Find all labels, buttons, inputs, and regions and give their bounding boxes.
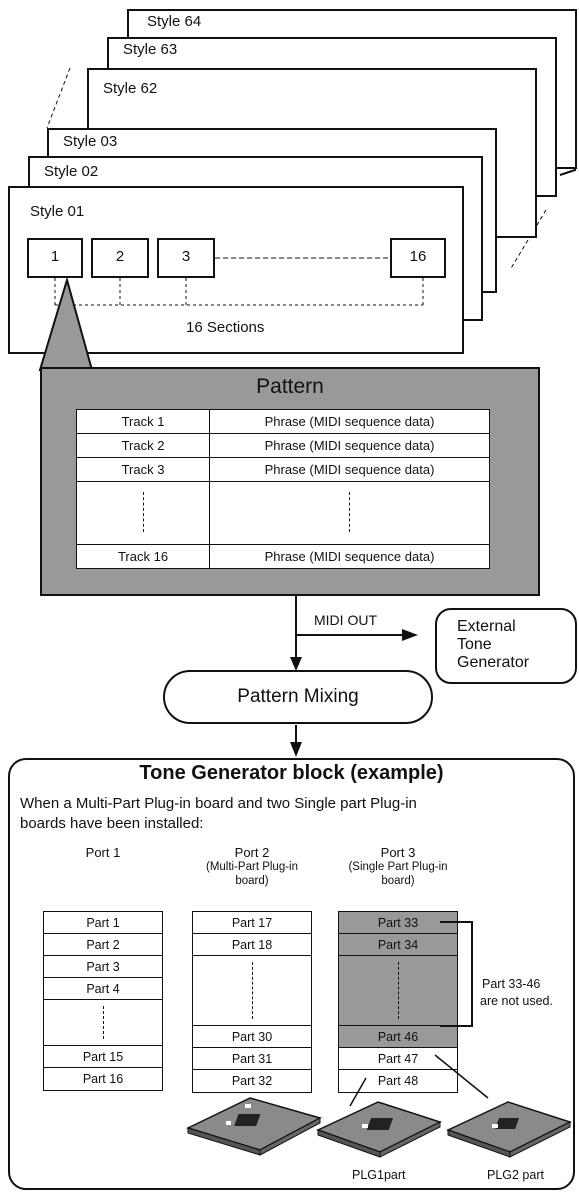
style-card-title: Style 02 xyxy=(44,163,99,180)
style-card-title: Style 62 xyxy=(103,80,158,97)
part-cell: Part 17 xyxy=(193,912,311,934)
tone-block-desc-1: When a Multi-Part Plug-in board and two … xyxy=(20,795,417,812)
part-cell-unused: Part 33 xyxy=(339,912,457,934)
pattern-mixing: Pattern Mixing xyxy=(163,670,433,724)
external-line: Generator xyxy=(457,654,530,671)
track-cell: Track 2 xyxy=(76,433,210,458)
flow-arrows xyxy=(290,595,418,757)
part-cell-unused: Part 46 xyxy=(339,1026,457,1048)
part-gap xyxy=(193,956,311,1026)
unused-note-2: are not used. xyxy=(480,994,553,1008)
section-box-1: 1 xyxy=(27,238,83,278)
unused-bracket xyxy=(349,921,489,1107)
tone-generator-block xyxy=(8,758,575,1190)
part-cell: Part 32 xyxy=(231,1074,273,1088)
part-cell: Part 16 xyxy=(82,1072,124,1086)
section-box-2: 2 xyxy=(91,238,149,278)
plugin-boards xyxy=(185,1097,572,1158)
phrase-cell: Phrase (MIDI sequence data) xyxy=(209,544,490,569)
port2-header: Port 2 xyxy=(234,845,270,860)
board-icon-plg1 xyxy=(316,1101,442,1158)
part-gap-unused xyxy=(339,956,457,1026)
style-card-title: Style 01 xyxy=(30,203,85,220)
external-tone-generator: External Tone Generator xyxy=(435,608,577,684)
part-cell: Part 4 xyxy=(44,978,162,1000)
part-cell: Part 2 xyxy=(44,934,162,956)
style-card-01: Style 01 xyxy=(8,186,464,354)
tone-block-title: Tone Generator block (example) xyxy=(139,762,444,784)
port1-header: Port 1 xyxy=(85,845,121,860)
style-card-title: Style 63 xyxy=(123,41,178,58)
midi-out-label: MIDI OUT xyxy=(314,612,377,628)
port3-sub2: board) xyxy=(381,875,415,887)
port2-parts: Part 17 Part 18 Part 30 Part 31 Part 32 xyxy=(192,911,312,1093)
section-box-16: 16 xyxy=(390,238,446,278)
part-cell: Part 1 xyxy=(44,912,162,934)
table-row-ellipsis xyxy=(76,481,490,545)
board-icon-multi xyxy=(185,1097,322,1156)
external-line: External xyxy=(457,618,516,635)
part-cell-unused: Part 34 xyxy=(339,934,457,956)
part-cell: Part 3 xyxy=(44,956,162,978)
unused-note-1: Part 33-46 xyxy=(482,977,541,991)
part-cell: Part 48 xyxy=(377,1074,419,1088)
port1-parts: Part 1 Part 2 Part 3 Part 4 Part 15 Part… xyxy=(43,911,163,1091)
part-cell: Part 18 xyxy=(193,934,311,956)
track-cell: Track 3 xyxy=(76,457,210,482)
style-card-title: Style 64 xyxy=(147,13,202,30)
port3-parts: Part 33 Part 34 Part 46 Part 47 Part 48 xyxy=(338,911,458,1093)
phrase-cell: Phrase (MIDI sequence data) xyxy=(209,457,490,482)
port2-sub2: board) xyxy=(235,875,269,887)
board-icon-plg2 xyxy=(446,1101,572,1158)
port3-sub1: (Single Part Plug-in xyxy=(348,861,448,873)
part-cell: Part 15 xyxy=(44,1046,162,1068)
phrase-cell: Phrase (MIDI sequence data) xyxy=(209,433,490,458)
pattern-title: Pattern xyxy=(256,375,324,398)
track-cell: Track 1 xyxy=(76,409,210,434)
part-cell: Part 30 xyxy=(193,1026,311,1048)
part-cell: Part 47 xyxy=(339,1048,457,1070)
part-cell: Part 31 xyxy=(193,1048,311,1070)
port3-header: Port 3 xyxy=(380,845,416,860)
part-gap xyxy=(44,1000,162,1046)
section-connectors xyxy=(54,257,424,306)
track-cell: Track 16 xyxy=(76,544,210,569)
tone-block-desc-2: boards have been installed: xyxy=(20,815,204,832)
plg1-label: PLG1part xyxy=(352,1168,406,1182)
external-line: Tone xyxy=(457,636,492,653)
plg2-label: PLG2 part xyxy=(487,1168,544,1182)
phrase-cell: Phrase (MIDI sequence data) xyxy=(209,409,490,434)
style-card-title: Style 03 xyxy=(63,133,118,150)
section-box-3: 3 xyxy=(157,238,215,278)
sections-caption: 16 Sections xyxy=(186,319,265,336)
port2-sub1: (Multi-Part Plug-in xyxy=(205,861,299,873)
